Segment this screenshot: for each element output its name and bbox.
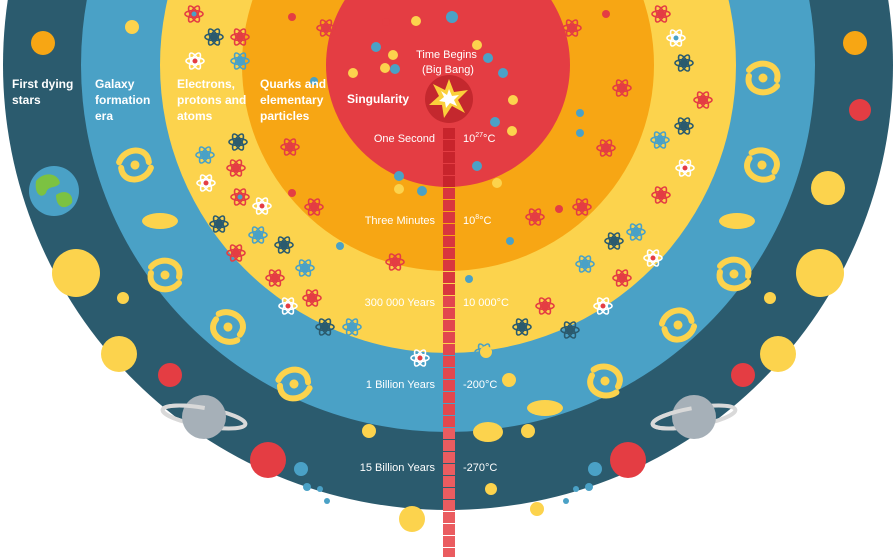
timeline-segment [443,404,455,415]
timeline-segment [443,512,455,523]
timeline-segment [443,428,455,439]
timeline-segment [443,488,455,499]
timeline-segment [443,524,455,535]
timeline-segment [443,200,455,211]
timeline-time-label: 300 000 Years [365,297,436,309]
earth-icon [29,166,79,216]
timeline-time-label: Three Minutes [365,215,436,227]
timeline-segment [443,164,455,175]
timeline-segment [443,356,455,367]
timeline-segment [443,464,455,475]
planet-icon [650,395,738,439]
timeline-segment [443,416,455,427]
galaxy-icons [116,20,780,442]
timeline-segment [443,212,455,223]
timeline-segment [443,296,455,307]
label-singularity: Singularity [347,92,409,106]
explosion-icon [425,75,473,123]
timeline-segment [443,440,455,451]
timeline-labels: One Second 1027°C Three Minutes 108°C 300 00… [360,132,509,474]
planet-icon [160,395,248,439]
timeline-bar [443,128,455,557]
timeline-segment [443,452,455,463]
timeline-time-label: 1 Billion Years [366,379,436,391]
timeline-temperature-label: -200°C [463,379,497,391]
timeline-temperature-label: -270°C [463,462,497,474]
timeline-segment [443,368,455,379]
timeline-temperature-label: 10 000°C [463,297,509,309]
timeline-segment [443,500,455,511]
timeline-segment [443,236,455,247]
timeline-segment [443,536,455,547]
timeline-segment [443,224,455,235]
label-quarks: Quarks and elementary particles [260,77,329,123]
label-first-dying-stars: First dying stars [12,77,77,107]
timeline-segment [443,308,455,319]
timeline-segment [443,392,455,403]
timeline-segment [443,284,455,295]
timeline-segment [443,380,455,391]
timeline-segment [443,272,455,283]
timeline-segment [443,320,455,331]
label-electrons-protons-atoms: Electrons, protons and atoms [177,77,250,123]
timeline-segment [443,176,455,187]
timeline-segment [443,476,455,487]
quark-particles [288,10,610,283]
timeline-segment [443,344,455,355]
timeline-segment [443,128,455,139]
timeline-temperature-label: 1027°C [463,132,495,145]
timeline-segment [443,548,455,557]
star-icons [31,31,871,532]
timeline-segment [443,152,455,163]
label-time-begins: Time Begins (Big Bang) [416,49,480,76]
timeline-segment [443,188,455,199]
timeline-segment [443,248,455,259]
timeline-time-label: 15 Billion Years [360,462,436,474]
timeline-temperature-label: 108°C [463,214,492,227]
label-galaxy-formation: Galaxy formation era [95,77,154,123]
timeline-segment [443,140,455,151]
timeline-segment [443,260,455,271]
timeline-time-label: One Second [374,133,435,145]
timeline-segment [443,332,455,343]
